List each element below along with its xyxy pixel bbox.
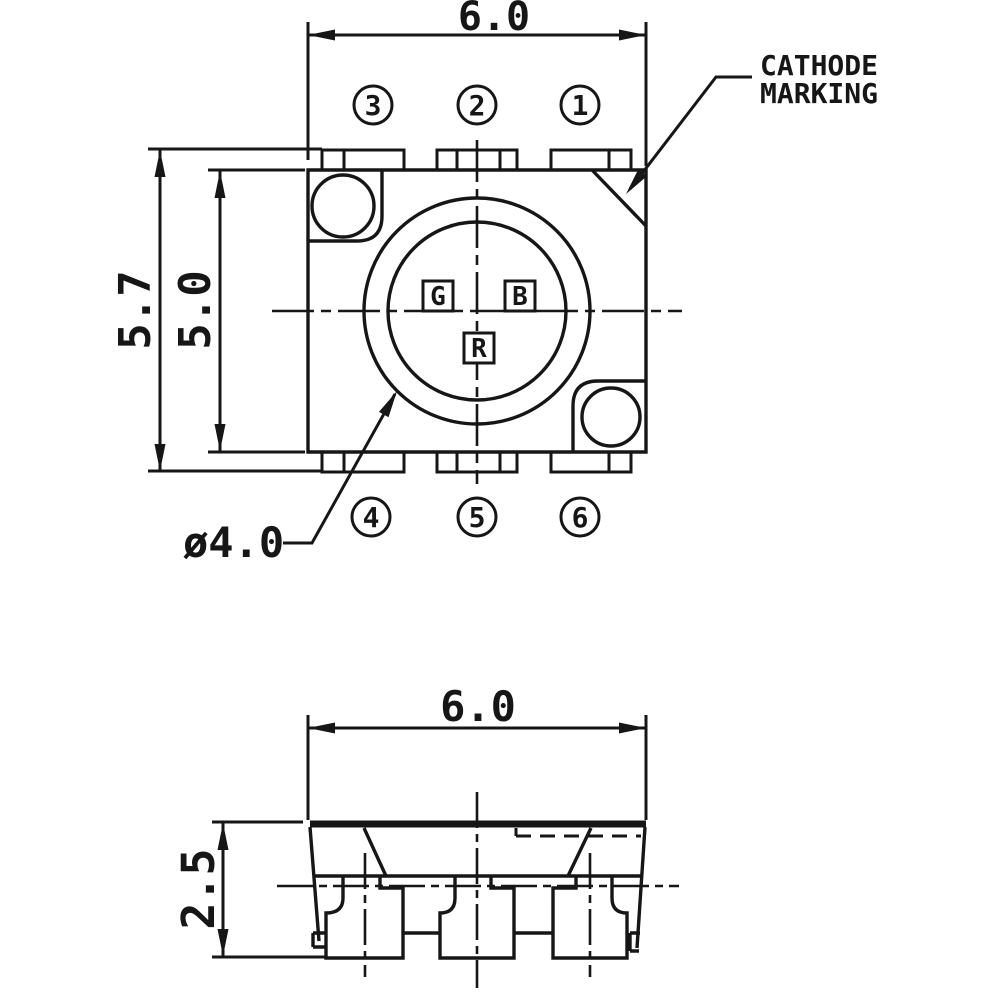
top-view: G B R 3 2 1 4 5 6 6.0 [110,0,878,567]
dimension-top-width: 6.0 [306,0,648,166]
dimension-body-height: 5.0 [170,168,305,454]
dim-text-overall-height: 5.7 [110,270,161,349]
die-label-red: R [471,334,487,364]
die-box-blue [503,279,537,313]
top-pads [320,148,633,170]
pad-pin4 [320,452,406,474]
die-label-green: G [430,282,446,312]
dim-text-side-width: 6.0 [440,682,516,731]
pin6-number: 6 [572,501,589,534]
right-edge-lead-silhouette [628,931,640,953]
die-box-red [462,331,496,365]
pin4-number: 4 [363,501,380,534]
corner-feature-bottom-right [571,379,646,452]
pin2-number: 2 [469,89,486,122]
corner-circle-bottom-right [580,386,642,448]
dim-text-lens-diameter: ø4.0 [183,518,284,567]
dim-text-top-width: 6.0 [458,0,530,40]
cathode-chamfer-line [590,168,648,228]
pad-pin5 [435,452,519,474]
pad-pin3 [320,148,406,170]
bottom-pads [320,452,633,474]
cathode-marking-callout: CATHODE MARKING [621,49,878,198]
pad-pin1 [549,148,633,170]
pin3-number: 3 [365,89,382,122]
pin1-number: 1 [572,89,589,122]
pin2-balloon [456,84,498,126]
die-box-green [421,279,455,313]
left-edge-lead-silhouette [311,931,326,949]
pin4-balloon [350,496,392,538]
dimension-side-width: 6.0 [306,682,648,820]
cathode-label-line1: CATHODE [760,49,878,82]
side-leads [311,876,640,960]
lens-diameter-callout: ø4.0 [183,388,402,567]
dimension-side-height: 2.5 [172,820,325,959]
corner-circle-top-left [310,173,376,239]
side-left-bevel [362,827,388,877]
pin6-balloon [559,496,601,538]
pad-pin6 [549,452,633,474]
side-right-bevel [566,827,593,877]
lens-inner-circle [386,220,568,402]
pin3-balloon [352,84,394,126]
side-right-edge [635,826,647,949]
side-view: 6.0 2.5 [172,682,679,988]
dimension-overall-height: 5.7 [110,147,322,473]
die-label-blue: B [512,282,528,312]
dim-text-side-height: 2.5 [172,848,225,929]
cathode-label-line2: MARKING [760,77,878,110]
pin5-number: 5 [469,501,486,534]
pin1-balloon [559,84,601,126]
pin-numbers: 3 2 1 4 5 6 [350,84,601,538]
lens-outer-circle [362,196,592,426]
side-left-edge [308,826,321,942]
package-body-outline [306,168,648,454]
pin5-balloon [456,496,498,538]
dim-text-body-height: 5.0 [170,270,221,349]
corner-feature-top-left [308,170,384,243]
die-markers: G B R [421,279,537,365]
pad-pin2 [435,148,519,170]
